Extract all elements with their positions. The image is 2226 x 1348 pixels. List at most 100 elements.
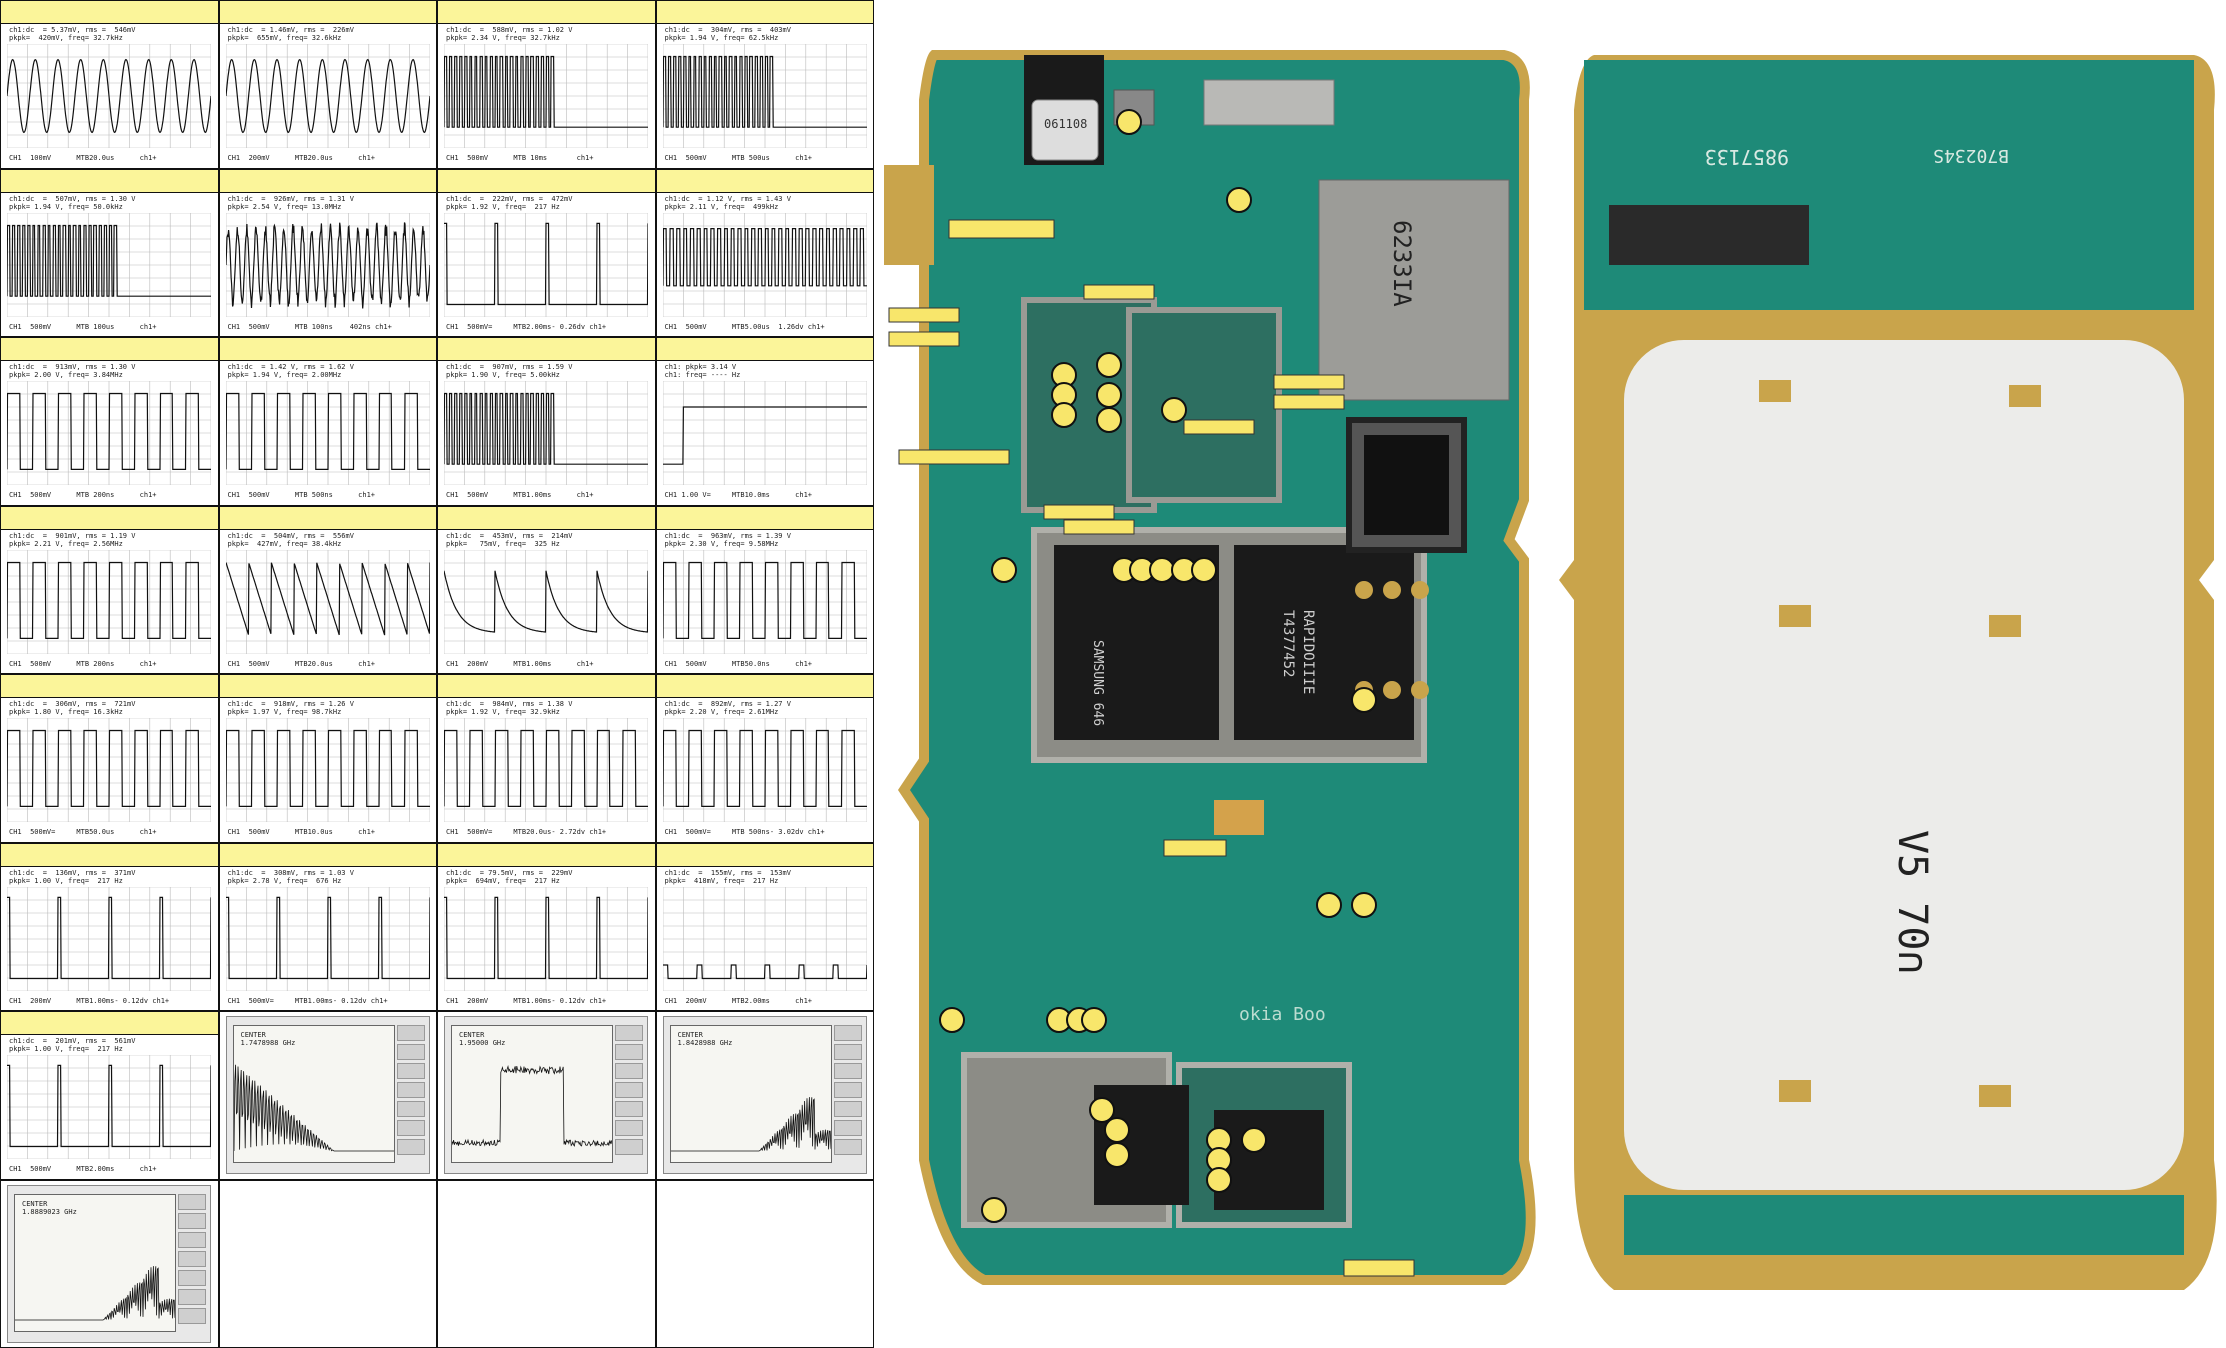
callout-dot bbox=[1052, 403, 1076, 427]
memory-chip-text: SAMSUNG 646 bbox=[1090, 640, 1105, 726]
callout-label-box bbox=[1274, 375, 1344, 389]
back-rating-text: B70234S bbox=[1933, 145, 2009, 166]
scope-cell: ch1: pkpk= 3.14 V ch1: freq= ---- Hz CH1 … bbox=[656, 337, 875, 506]
scope-measurements: ch1:dc = 984mV, rms = 1.38 V pkpk= 1.92 … bbox=[446, 700, 572, 716]
scope-cell-header bbox=[220, 844, 437, 867]
scope-cell: ch1:dc = 306mV, rms = 721mV pkpk= 1.80 V… bbox=[0, 674, 219, 843]
scope-footer: CH1 500mV MTB 500ns ch1+ bbox=[228, 491, 376, 499]
scope-footer: CH1 200mV MTB20.0us ch1+ bbox=[228, 154, 376, 162]
baseband-chip-text: T4377452 bbox=[1280, 610, 1296, 677]
scope-cell-header bbox=[657, 170, 874, 193]
scope-measurements: ch1:dc = 222mV, rms = 472mV pkpk= 1.92 V… bbox=[446, 195, 572, 211]
scope-measurements: ch1:dc = 136mV, rms = 371mV pkpk= 1.00 V… bbox=[9, 869, 135, 885]
board-text: okia Boo bbox=[1239, 1004, 1326, 1025]
spectrum-cell: CENTER 1.8428988 GHz bbox=[656, 1011, 875, 1180]
callout-dot bbox=[1227, 188, 1251, 212]
scope-cell: ch1:dc = 308mV, rms = 1.03 V pkpk= 2.78 … bbox=[219, 843, 438, 1012]
scope-footer: CH1 500mV= MTB2.00ms- 0.26dv ch1+ bbox=[446, 323, 606, 331]
scope-measurements: ch1:dc = 5.37mV, rms = 546mV pkpk= 420mV… bbox=[9, 26, 135, 42]
scope-trace bbox=[226, 213, 430, 317]
callout-dot bbox=[1242, 1128, 1266, 1152]
scope-trace bbox=[7, 550, 211, 654]
spectrum-center-label: CENTER 1.7478988 GHz bbox=[241, 1031, 296, 1047]
scope-measurements: ch1:dc = 901mV, rms = 1.19 V pkpk= 2.21 … bbox=[9, 532, 135, 548]
scope-cell: ch1:dc = 201mV, rms = 561mV pkpk= 1.00 V… bbox=[0, 1011, 219, 1180]
scope-measurements: ch1:dc = 1.12 V, rms = 1.43 V pkpk= 2.11… bbox=[665, 195, 791, 211]
scope-cell-header bbox=[1, 507, 218, 530]
scope-cell: ch1:dc = 504mV, rms = 556mV pkpk= 427mV,… bbox=[219, 506, 438, 675]
pcb-back-photo: 9857133 B70234S V5 70∩ bbox=[1554, 0, 2226, 1348]
scope-footer: CH1 500mV MTB1.00ms ch1+ bbox=[446, 491, 594, 499]
scope-measurements: ch1:dc = 155mV, rms = 153mV pkpk= 418mV,… bbox=[665, 869, 791, 885]
scope-cell: ch1:dc = 984mV, rms = 1.38 V pkpk= 1.92 … bbox=[437, 674, 656, 843]
scope-cell: ch1:dc = 963mV, rms = 1.39 V pkpk= 2.30 … bbox=[656, 506, 875, 675]
callout-dot bbox=[1352, 893, 1376, 917]
callout-label-box bbox=[1184, 420, 1254, 434]
scope-trace bbox=[7, 44, 211, 148]
scope-footer: CH1 500mV MTB10.0us ch1+ bbox=[228, 828, 376, 836]
scope-trace bbox=[663, 887, 867, 991]
scope-trace bbox=[444, 887, 648, 991]
scope-footer: CH1 500mV MTB2.00ms ch1+ bbox=[9, 1165, 157, 1173]
spectrum-cell: CENTER 1.8889023 GHz bbox=[0, 1180, 219, 1348]
scope-trace bbox=[444, 213, 648, 317]
svg-text:RAPIDOIIIE: RAPIDOIIIE bbox=[1300, 610, 1316, 694]
capacitor bbox=[1214, 800, 1264, 835]
scope-trace bbox=[444, 550, 648, 654]
scope-footer: CH1 500mV= MTB1.00ms- 0.12dv ch1+ bbox=[228, 997, 388, 1005]
scope-measurements: ch1:dc = 306mV, rms = 721mV pkpk= 1.80 V… bbox=[9, 700, 135, 716]
scope-footer: CH1 500mV MTB 200ns ch1+ bbox=[9, 491, 157, 499]
scope-measurements: ch1:dc = 308mV, rms = 1.03 V pkpk= 2.78 … bbox=[228, 869, 354, 885]
scope-cell-header bbox=[220, 507, 437, 530]
scope-footer: CH1 200mV MTB2.00ms ch1+ bbox=[665, 997, 813, 1005]
callout-label-box bbox=[889, 332, 959, 346]
scope-footer: CH1 500mV MTB50.0ns ch1+ bbox=[665, 660, 813, 668]
sim-label: 6233IA bbox=[1388, 220, 1416, 307]
scope-cell-header bbox=[657, 675, 874, 698]
vibra-motor bbox=[1204, 80, 1334, 125]
scope-cell: ch1:dc = 918mV, rms = 1.26 V pkpk= 1.97 … bbox=[219, 674, 438, 843]
scope-trace bbox=[7, 1055, 211, 1159]
scope-measurements: ch1:dc = 907mV, rms = 1.59 V pkpk= 1.90 … bbox=[446, 363, 572, 379]
scope-trace bbox=[663, 44, 867, 148]
callout-dot bbox=[992, 558, 1016, 582]
scope-cell: ch1:dc = 907mV, rms = 1.59 V pkpk= 1.90 … bbox=[437, 337, 656, 506]
empty-cell bbox=[219, 1180, 438, 1348]
scope-measurements: ch1:dc = 201mV, rms = 561mV pkpk= 1.00 V… bbox=[9, 1037, 135, 1053]
callout-dot bbox=[1192, 558, 1216, 582]
scope-measurements: ch1:dc = 1.46mV, rms = 226mV pkpk= 655mV… bbox=[228, 26, 354, 42]
scope-footer: CH1 500mV= MTB 500ns- 3.02dv ch1+ bbox=[665, 828, 825, 836]
scope-cell-header bbox=[1, 170, 218, 193]
scope-measurements: ch1: pkpk= 3.14 V ch1: freq= ---- Hz bbox=[665, 363, 741, 379]
scope-footer: CH1 500mV MTB 10ms ch1+ bbox=[446, 154, 594, 162]
keypad-membrane bbox=[1624, 340, 2184, 1190]
callout-label-box bbox=[949, 220, 1054, 238]
callout-dot bbox=[1317, 893, 1341, 917]
back-marks-text: 9857133 bbox=[1705, 145, 1789, 169]
scope-trace bbox=[226, 44, 430, 148]
audio-jack-label: 061108 bbox=[1044, 117, 1087, 131]
scope-cell-header bbox=[1, 844, 218, 867]
scope-trace bbox=[226, 381, 430, 485]
scope-measurements: ch1:dc = 79.5mV, rms = 229mV pkpk= 694mV… bbox=[446, 869, 572, 885]
scope-footer: CH1 1.00 V= MTB10.0ms ch1+ bbox=[665, 491, 813, 499]
scope-footer: CH1 500mV MTB20.0us ch1+ bbox=[228, 660, 376, 668]
pcb-front-photo: 061108 SAMSUNG 646 T4377452 RAPIDOIIIE 6… bbox=[884, 0, 1544, 1348]
scope-cell: ch1:dc = 453mV, rms = 214mV pkpk= 75mV, … bbox=[437, 506, 656, 675]
scope-measurements: ch1:dc = 918mV, rms = 1.26 V pkpk= 1.97 … bbox=[228, 700, 354, 716]
scope-cell-header bbox=[1, 675, 218, 698]
scope-trace bbox=[226, 887, 430, 991]
scope-cell: ch1:dc = 304mV, rms = 403mV pkpk= 1.94 V… bbox=[656, 0, 875, 169]
spectrum-center-label: CENTER 1.8428988 GHz bbox=[678, 1031, 733, 1047]
scope-trace bbox=[7, 213, 211, 317]
callout-label-box bbox=[1084, 285, 1154, 299]
scope-footer: CH1 500mV= MTB50.0us ch1+ bbox=[9, 828, 157, 836]
scope-cell: ch1:dc = 1.46mV, rms = 226mV pkpk= 655mV… bbox=[219, 0, 438, 169]
back-big-text: V5 70∩ bbox=[1889, 830, 1935, 975]
scope-cell-header bbox=[657, 1, 874, 24]
scope-footer: CH1 500mV= MTB20.0us- 2.72dv ch1+ bbox=[446, 828, 606, 836]
callout-label-box bbox=[1344, 1260, 1414, 1276]
scope-trace bbox=[7, 381, 211, 485]
callout-dot bbox=[1162, 398, 1186, 422]
scope-cell: ch1:dc = 79.5mV, rms = 229mV pkpk= 694mV… bbox=[437, 843, 656, 1012]
